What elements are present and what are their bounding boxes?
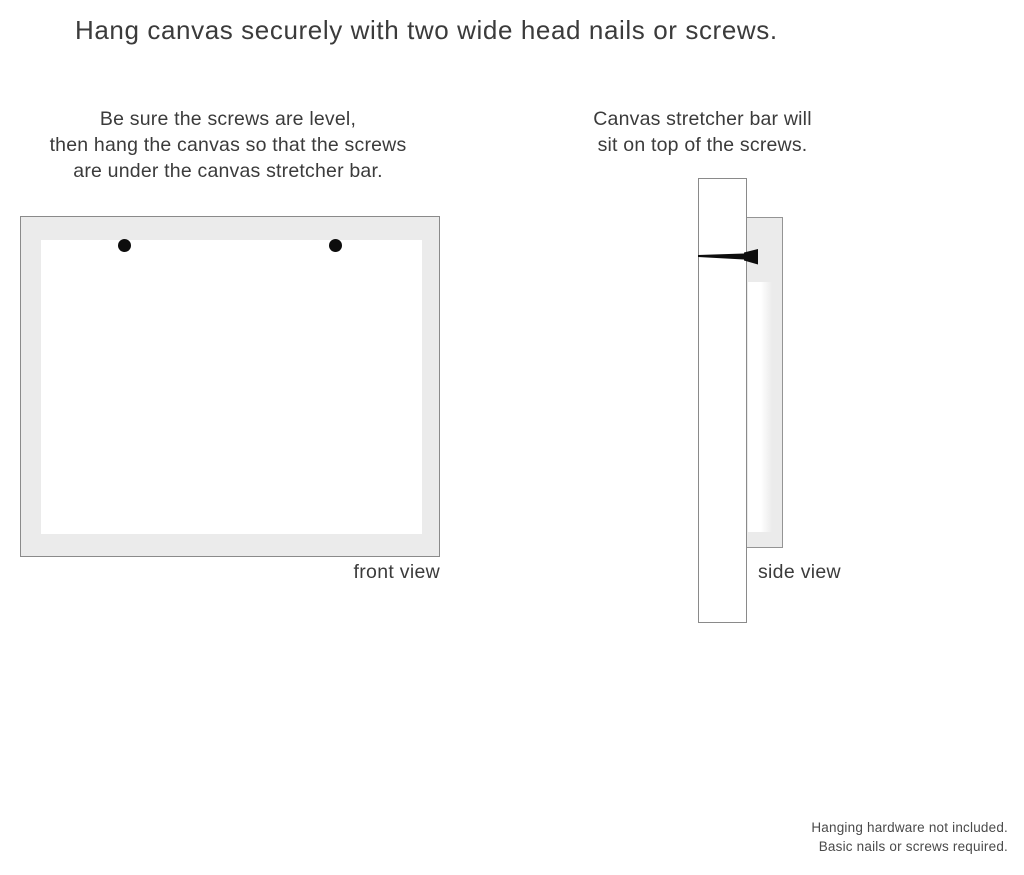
side-view-instruction-line: Canvas stretcher bar will — [593, 108, 812, 130]
front-view-canvas-frame — [20, 216, 440, 557]
side-view-instructions: Canvas stretcher bar will sit on top of … — [560, 106, 845, 158]
front-view-canvas-face — [41, 240, 422, 534]
nail-head-dot-left — [118, 239, 131, 252]
side-view-stretcher-bar — [698, 178, 747, 623]
side-view-canvas-edge — [748, 282, 772, 532]
nail-head-dot-right — [329, 239, 342, 252]
front-view-instruction-line: then hang the canvas so that the screws — [49, 134, 407, 156]
front-view-instruction-line: are under the canvas stretcher bar. — [73, 160, 383, 182]
front-view-instruction-line: Be sure the screws are level, — [99, 108, 357, 130]
hardware-disclaimer: Hanging hardware not included. Basic nai… — [708, 819, 1008, 856]
side-view-instruction-line: sit on top of the screws. — [597, 134, 808, 156]
front-view-instructions: Be sure the screws are level, then hang … — [18, 106, 438, 184]
side-view-label: side view — [758, 561, 841, 583]
front-view-label: front view — [353, 561, 440, 583]
nail-icon — [698, 249, 758, 265]
hardware-disclaimer-line: Basic nails or screws required. — [818, 838, 1008, 854]
side-view-canvas — [746, 217, 783, 548]
page-title: Hang canvas securely with two wide head … — [75, 15, 778, 45]
hardware-disclaimer-line: Hanging hardware not included. — [811, 820, 1008, 835]
